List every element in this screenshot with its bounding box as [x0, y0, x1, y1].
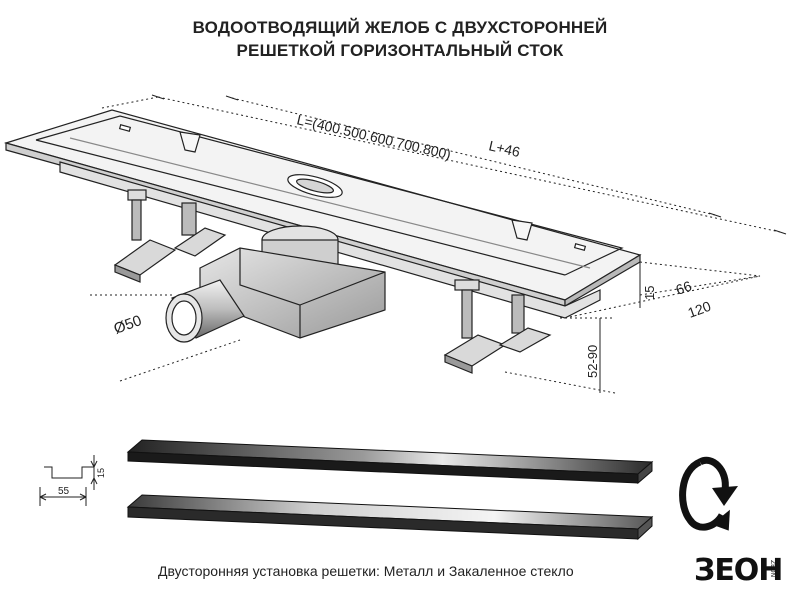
length-options-label: L=(400.500.600.700.800): [295, 111, 452, 162]
title-line-2: РЕШЕТКОЙ ГОРИЗОНТАЛЬНЫЙ СТОК: [236, 41, 564, 60]
grate-metal: [126, 439, 654, 485]
rotate-arrow-icon: [679, 456, 738, 531]
outlet-pipe: [165, 279, 245, 343]
total-length-label: L+46: [487, 137, 522, 160]
channel-inner-edge: [35, 115, 624, 276]
drain-outlet: [287, 174, 343, 198]
inner-width-label: 66: [674, 277, 694, 297]
grate-glass: [126, 494, 654, 541]
profile-height-label: 15: [96, 468, 106, 478]
title-line-1: ВОДООТВОДЯЩИЙ ЖЕЛОБ С ДВУХСТОРОННЕЙ: [192, 18, 608, 37]
pipe-diameter-label: Ø50: [112, 312, 144, 338]
rail-slot: [573, 243, 587, 251]
outer-width-label: 120: [686, 298, 714, 321]
height-range-label: 52-90: [585, 345, 600, 378]
grate-height-label: 15: [642, 286, 657, 300]
footer-caption: Двусторонняя установка решетки: Металл и…: [158, 563, 574, 579]
support-leg: [173, 202, 227, 257]
support-leg: [498, 294, 552, 353]
brand-logo: ЗЕОН: [694, 553, 783, 588]
siphon-box: [199, 225, 386, 339]
rail-slot: [118, 124, 132, 132]
profile-width-label: 55: [58, 486, 70, 497]
profile-cross-section: [39, 455, 98, 506]
grate-clip: [179, 131, 201, 153]
grate-clip: [511, 219, 533, 241]
dimension-lines: [90, 94, 787, 394]
support-leg: [113, 189, 177, 283]
brand-logo-small: ZEON: [769, 560, 776, 578]
